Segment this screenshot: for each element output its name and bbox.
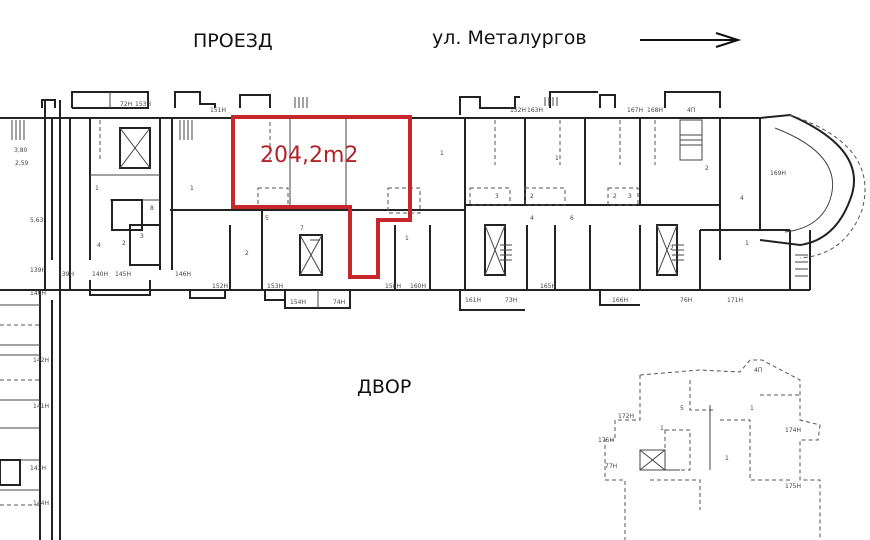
left-wing-walls xyxy=(0,290,53,540)
svg-text:2: 2 xyxy=(670,245,674,252)
svg-text:151Н: 151Н xyxy=(210,107,226,114)
svg-text:1: 1 xyxy=(95,185,99,192)
svg-text:4: 4 xyxy=(97,242,101,249)
svg-text:7: 7 xyxy=(300,225,304,232)
highlight-area-label: 204,2m2 xyxy=(260,143,359,168)
svg-text:3: 3 xyxy=(140,233,144,240)
svg-text:3,80: 3,80 xyxy=(14,147,28,154)
svg-text:166Н: 166Н xyxy=(612,297,628,304)
svg-text:72Н: 72Н xyxy=(120,101,132,108)
svg-text:160Н: 160Н xyxy=(410,283,426,290)
svg-text:76Н: 76Н xyxy=(680,297,692,304)
svg-text:141Н: 141Н xyxy=(33,403,49,410)
svg-text:154Н: 154Н xyxy=(290,299,306,306)
svg-text:2,59: 2,59 xyxy=(15,160,29,167)
svg-text:144Н: 144Н xyxy=(33,500,49,507)
svg-text:175Н: 175Н xyxy=(785,483,801,490)
svg-text:152Н: 152Н xyxy=(510,107,526,114)
svg-text:174Н: 174Н xyxy=(785,427,801,434)
svg-text:4: 4 xyxy=(530,215,534,222)
svg-text:2: 2 xyxy=(530,193,534,200)
svg-text:140Н: 140Н xyxy=(92,271,108,278)
svg-text:169Н: 169Н xyxy=(770,170,786,177)
svg-text:153Н: 153Н xyxy=(135,101,151,108)
street-label: ул. Металургов xyxy=(432,27,587,49)
svg-text:3: 3 xyxy=(628,193,632,200)
svg-text:161Н: 161Н xyxy=(465,297,481,304)
svg-text:153Н: 153Н xyxy=(267,283,283,290)
svg-text:139Н: 139Н xyxy=(30,267,46,274)
svg-text:4: 4 xyxy=(740,195,744,202)
svg-text:1: 1 xyxy=(750,405,754,412)
highlighted-premises-outline[interactable] xyxy=(231,115,412,279)
svg-text:4П: 4П xyxy=(754,367,762,374)
courtyard-building xyxy=(604,359,821,540)
svg-text:1: 1 xyxy=(190,185,194,192)
passage-label: ПРОЕЗД xyxy=(193,30,273,52)
svg-text:73Н: 73Н xyxy=(505,297,517,304)
svg-text:145Н: 145Н xyxy=(115,271,131,278)
svg-text:1: 1 xyxy=(440,150,444,157)
svg-text:165Н: 165Н xyxy=(540,283,556,290)
main-building-walls xyxy=(0,91,866,540)
svg-text:142Н: 142Н xyxy=(33,357,49,364)
svg-text:1: 1 xyxy=(660,425,664,432)
svg-text:5: 5 xyxy=(265,215,269,222)
svg-text:3: 3 xyxy=(495,193,499,200)
svg-text:1: 1 xyxy=(555,155,559,162)
svg-text:4П: 4П xyxy=(687,107,695,114)
svg-text:5: 5 xyxy=(680,405,684,412)
svg-text:167Н: 167Н xyxy=(627,107,643,114)
right-arrow-icon xyxy=(640,32,742,48)
svg-text:175Н: 175Н xyxy=(598,437,614,444)
svg-text:158Н: 158Н xyxy=(385,283,401,290)
svg-text:152Н: 152Н xyxy=(212,283,228,290)
svg-text:1: 1 xyxy=(725,455,729,462)
svg-text:163Н: 163Н xyxy=(527,107,543,114)
svg-text:2: 2 xyxy=(245,250,249,257)
svg-text:172Н: 172Н xyxy=(618,413,634,420)
room-numbers: 72Н 153Н 151Н 152Н 163Н 167Н 168Н 4П 169… xyxy=(14,101,801,507)
svg-text:139Н: 139Н xyxy=(58,271,74,278)
svg-text:74Н: 74Н xyxy=(333,299,345,306)
svg-text:171Н: 171Н xyxy=(727,297,743,304)
svg-text:2: 2 xyxy=(613,193,617,200)
yard-label: ДВОР xyxy=(357,376,412,398)
svg-text:143Н: 143Н xyxy=(30,465,46,472)
svg-text:8: 8 xyxy=(150,205,154,212)
svg-text:140Н: 140Н xyxy=(30,290,46,297)
svg-text:1: 1 xyxy=(745,240,749,247)
svg-text:1: 1 xyxy=(405,235,409,242)
svg-text:5,63: 5,63 xyxy=(30,217,44,224)
svg-text:6: 6 xyxy=(570,215,574,222)
svg-text:2: 2 xyxy=(122,240,126,247)
svg-text:168Н: 168Н xyxy=(647,107,663,114)
svg-text:146Н: 146Н xyxy=(175,271,191,278)
svg-text:2: 2 xyxy=(705,165,709,172)
svg-text:77Н: 77Н xyxy=(605,463,617,470)
